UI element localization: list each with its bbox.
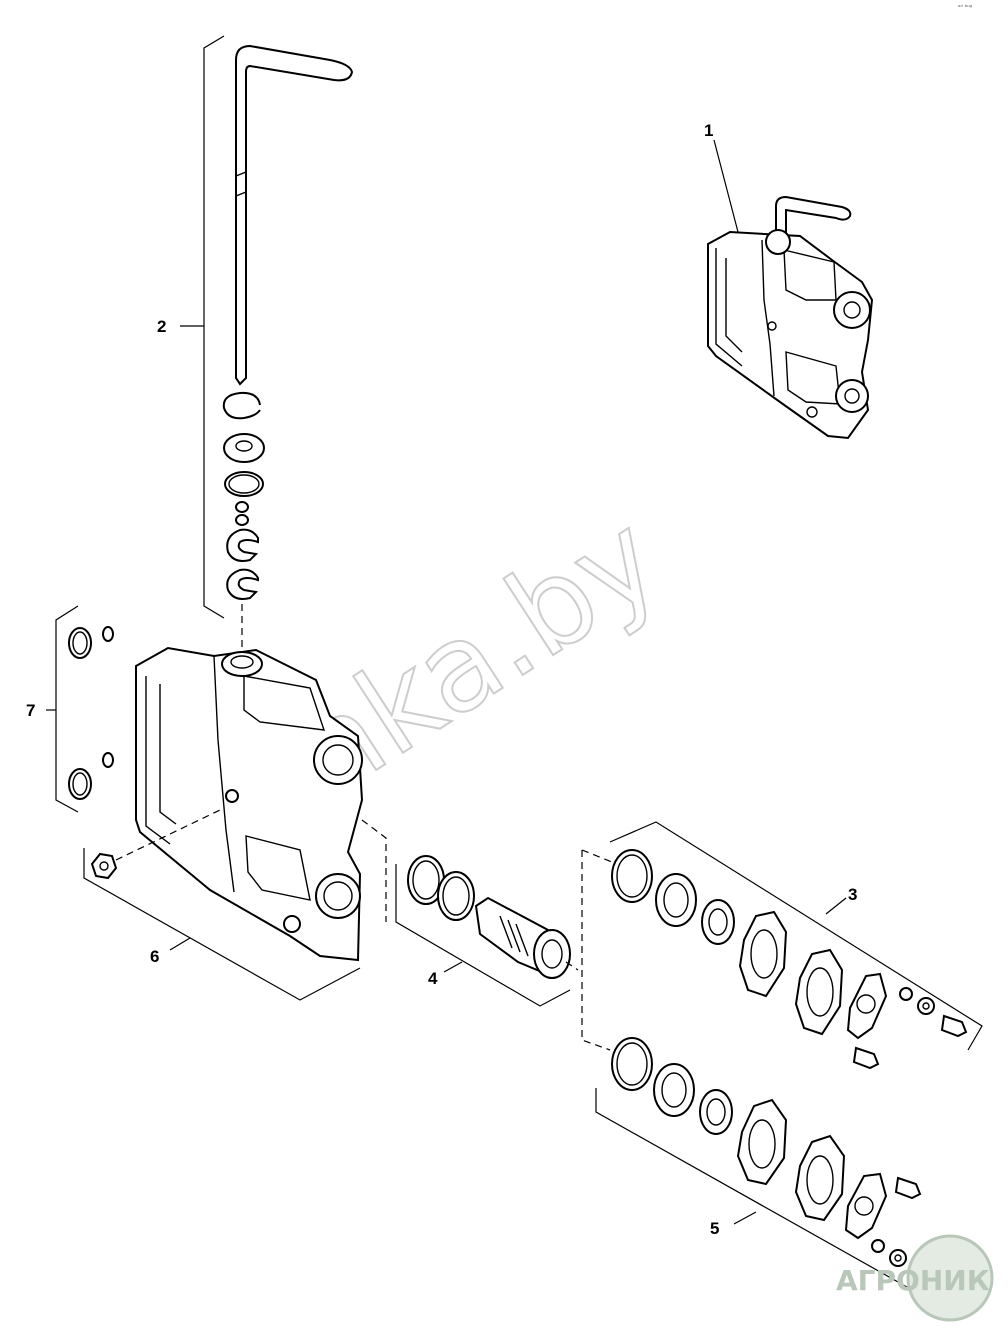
cover-kit-3	[611, 849, 968, 1070]
cover-plate-icon	[844, 1172, 888, 1240]
o-ring-icon	[224, 471, 264, 497]
snap-ring-icon	[222, 391, 261, 420]
callout-6: 6	[150, 947, 159, 966]
gasket-icon	[736, 1098, 788, 1186]
dipstick-tube-icon	[235, 44, 354, 386]
callout-2: 2	[157, 317, 166, 336]
c-clip-icon	[226, 528, 259, 562]
spool-cartridge-icon	[407, 855, 571, 979]
cover-plate-icon	[846, 972, 888, 1040]
callout-3: 3	[848, 885, 857, 904]
cover-kit-5	[611, 1037, 942, 1292]
small-o-ring-icon	[235, 501, 249, 513]
o-ring-set-7	[68, 626, 114, 800]
callout-5: 5	[710, 1219, 719, 1238]
seal-icon	[655, 873, 697, 927]
o-ring-icon	[611, 1037, 653, 1091]
agronik-logo: АГРОНИК	[836, 1234, 994, 1322]
logo-text: АГРОНИК	[836, 1264, 990, 1297]
ring-stack	[222, 391, 265, 652]
o-ring-icon	[611, 849, 653, 903]
washer-icon	[223, 433, 265, 463]
callout-4: 4	[428, 969, 438, 988]
bolt-icon	[940, 1014, 968, 1038]
callout-7: 7	[26, 701, 35, 720]
housing-body-icon	[135, 646, 364, 962]
bolt-icon	[894, 1176, 922, 1200]
callout-1: 1	[704, 121, 713, 140]
gasket-icon	[738, 910, 788, 998]
plug-icon	[90, 852, 118, 880]
corner-text: ᵃᵈ ᵇᵘᵍ	[958, 4, 973, 11]
valve-housing-assembly-icon	[707, 139, 874, 440]
seal-icon	[653, 1063, 695, 1117]
logo-circle-icon	[906, 1234, 994, 1322]
